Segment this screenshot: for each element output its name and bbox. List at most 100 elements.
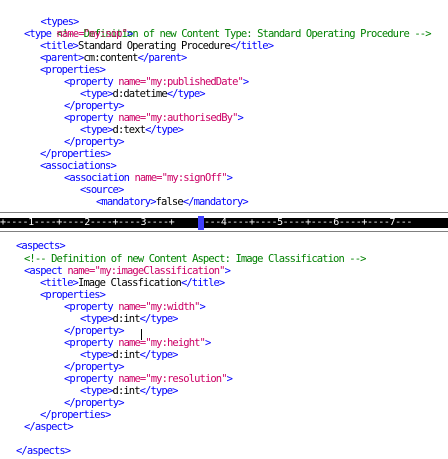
xml-tag: <type> [80, 385, 113, 397]
code-line: </property> [64, 100, 125, 112]
xml-tag: </mandatory> [182, 196, 249, 208]
xml-tag: <properties> [40, 289, 106, 301]
code-line: <!-- Definition of new Content Type: Sta… [24, 16, 432, 40]
code-line: <mandatory>false</mandatory> [96, 196, 249, 208]
xml-tag: </type> [139, 313, 179, 325]
xml-tag: </type> [166, 88, 206, 100]
xml-tag: </type> [145, 124, 184, 136]
xml-tag: </property> [64, 136, 125, 148]
xml-tag: </parent> [137, 52, 188, 64]
xml-tag: > [242, 76, 249, 88]
xml-tag: > [224, 265, 231, 277]
xml-tag: <types> [40, 16, 80, 28]
xml-tag: <type> [80, 124, 113, 136]
text-cursor [141, 329, 142, 340]
xml-tag: > [199, 301, 206, 313]
code-line: <type>d:int</type> [80, 349, 178, 361]
ruler-bar [0, 218, 448, 228]
xml-text: d:datetime [112, 88, 168, 100]
code-line: <associations> [40, 160, 117, 172]
xml-attribute-value: "my:width" [145, 301, 200, 313]
code-line: <title>Standard Operating Procedure</tit… [40, 40, 274, 52]
xml-attribute-value: "my:authorisedBy" [145, 112, 238, 124]
top-editor-pane[interactable]: <types> <!-- Definition of new Content T… [0, 0, 448, 210]
code-line: <property name="my:width"> [64, 301, 206, 313]
code-line: <association name="my:signOff"> [64, 172, 233, 184]
code-line: <property name="my:authorisedBy"> [64, 112, 244, 124]
xml-tag: </property> [64, 100, 125, 112]
code-line: <property name="my:publishedDate"> [64, 76, 249, 88]
xml-tag: <parent> [40, 52, 84, 64]
code-line: </aspects> [16, 445, 71, 457]
xml-tag: <type> [80, 349, 113, 361]
xml-attribute-value: "my:height" [145, 337, 206, 349]
xml-tag: </properties> [40, 409, 111, 421]
code-line: <type>d:datetime</type> [80, 88, 206, 100]
xml-tag: <title> [40, 40, 79, 52]
xml-tag: > [127, 28, 133, 40]
xml-tag: </type> [139, 385, 179, 397]
xml-tag: </title> [229, 40, 274, 52]
code-line: <source> [80, 184, 124, 196]
xml-comment: <!-- Definition of new Content Type: Sta… [56, 28, 432, 40]
ruler-cursor-marker[interactable] [198, 216, 204, 230]
code-line: <!-- Definition of new Content Aspect: I… [24, 253, 366, 265]
code-line: <parent>cm:content</parent> [40, 52, 188, 64]
xml-tag: </type> [139, 349, 179, 361]
xml-tag: <mandatory> [96, 196, 157, 208]
xml-text: false [155, 196, 184, 208]
xml-text: d:text [112, 124, 146, 136]
xml-tag: <property [64, 337, 119, 349]
xml-attribute-value: "my:sop" [83, 28, 128, 40]
xml-tag: > [226, 172, 233, 184]
xml-tag: <property [64, 112, 119, 124]
xml-text: d:int [112, 385, 141, 397]
xml-tag: > [204, 337, 211, 349]
code-line: <title>Image Classfication</title> [40, 277, 225, 289]
xml-attribute: name= [134, 172, 162, 184]
code-line: <types> [8, 4, 80, 28]
xml-text: Image Classfication [77, 277, 182, 289]
xml-attribute: name= [118, 301, 146, 313]
xml-tag: <properties> [40, 64, 106, 76]
xml-tag: </property> [64, 361, 125, 373]
xml-attribute-value: "my:resolution" [145, 373, 227, 385]
xml-attribute: name= [67, 265, 95, 277]
xml-tag: <title> [40, 277, 79, 289]
xml-tag: </aspect> [24, 421, 74, 433]
code-line: </property> [64, 361, 125, 373]
xml-tag: </properties> [40, 148, 111, 160]
xml-text: Standard Operating Procedure [77, 40, 231, 52]
xml-text: d:int [112, 313, 141, 325]
xml-tag: > [226, 373, 233, 385]
xml-tag: </property> [64, 397, 125, 409]
xml-attribute: name= [56, 28, 85, 40]
code-line: <type>d:text</type> [80, 124, 184, 136]
xml-tag: <type> [80, 88, 113, 100]
xml-tag: <type [24, 28, 57, 40]
code-line: </property> [64, 325, 125, 337]
xml-attribute: name= [118, 112, 146, 124]
xml-text: cm:content [83, 52, 138, 64]
code-line: <type>d:int</type> [80, 313, 178, 325]
code-line: <property name="my:resolution"> [64, 373, 233, 385]
code-line: <type name="my:sop"> [24, 28, 133, 40]
xml-comment: <!-- Definition of new Content Aspect: I… [24, 253, 366, 265]
column-ruler[interactable]: +----1----+----2----+----3----+ ---4----… [0, 212, 448, 232]
code-line: <properties> [40, 289, 106, 301]
xml-tag: </property> [64, 325, 125, 337]
xml-attribute-value: "my:publishedDate" [145, 76, 243, 88]
code-line: </property> [64, 397, 125, 409]
xml-attribute: name= [118, 337, 146, 349]
code-line: </aspect> [24, 421, 74, 433]
xml-tag: <type> [80, 313, 113, 325]
code-line: <property name="my:height"> [64, 337, 211, 349]
xml-tag: > [237, 112, 244, 124]
xml-tag: </aspects> [16, 445, 71, 457]
xml-tag: <property [64, 301, 119, 313]
ruler-ticks-left: +----1----+----2----+----3----+ [0, 217, 175, 228]
xml-attribute-value: "my:imageClassification" [94, 265, 225, 277]
ruler-ticks-right: ---4----+----5----+----6----+----7--- [204, 217, 412, 228]
xml-attribute: name= [118, 76, 146, 88]
bottom-editor-pane[interactable]: <aspects> <!-- Definition of new Content… [0, 234, 448, 459]
